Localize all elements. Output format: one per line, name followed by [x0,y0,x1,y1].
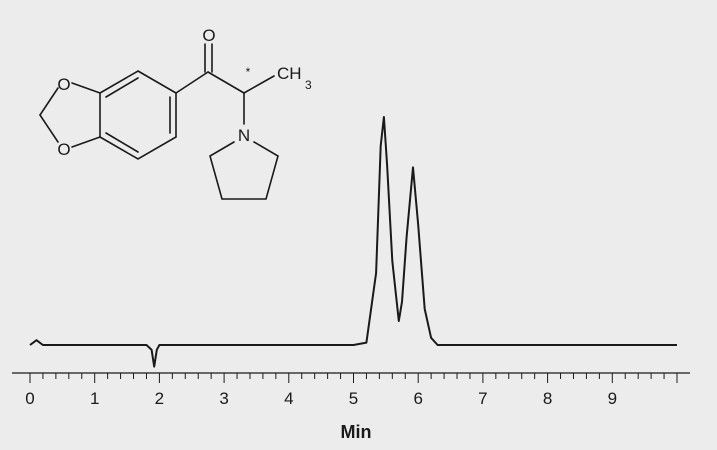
plot-area [29,116,677,368]
alpha-methyl-bond [243,75,275,94]
benzene-double-bond [105,132,139,153]
x-tick-label: 3 [219,389,228,408]
oxygen-ketone-label: O [202,26,215,45]
nitrogen-label: N [238,126,250,145]
x-tick-label: 9 [608,389,617,408]
x-tick-labels: 0 1 2 3 4 5 6 7 8 9 [25,389,617,408]
chemical-structure: O O O * CH 3 N [39,26,312,200]
dioxole-bond [39,87,59,116]
x-tick-label: 6 [413,389,422,408]
pyrrolidine-ring [209,141,279,200]
x-tick-label: 1 [90,389,99,408]
methyl-subscript: 3 [305,78,312,92]
dioxole-bond [71,136,101,148]
x-tick-label: 5 [349,389,358,408]
benzene-ring [99,70,177,160]
x-tick-label: 7 [478,389,487,408]
x-tick-label: 2 [155,389,164,408]
oxygen-ring-upper-label: O [57,75,70,94]
x-tick-label: 4 [284,389,293,408]
dioxole-bond [71,82,101,94]
carbonyl-alpha-bond [207,71,245,94]
x-ticks [29,373,678,383]
x-tick-label: 8 [543,389,552,408]
aryl-carbonyl-bond [175,71,209,94]
oxygen-ring-lower-label: O [57,140,70,159]
chiral-marker: * [246,65,251,79]
x-tick-label: 0 [25,389,34,408]
chromatogram-trace [29,116,677,368]
dioxole-bond [39,114,59,143]
methyl-label: CH [277,64,302,83]
benzene-double-bond [105,77,139,98]
x-axis-title: Min [341,422,372,442]
x-axis: 0 1 2 3 4 5 6 7 8 9 Min [12,372,690,442]
